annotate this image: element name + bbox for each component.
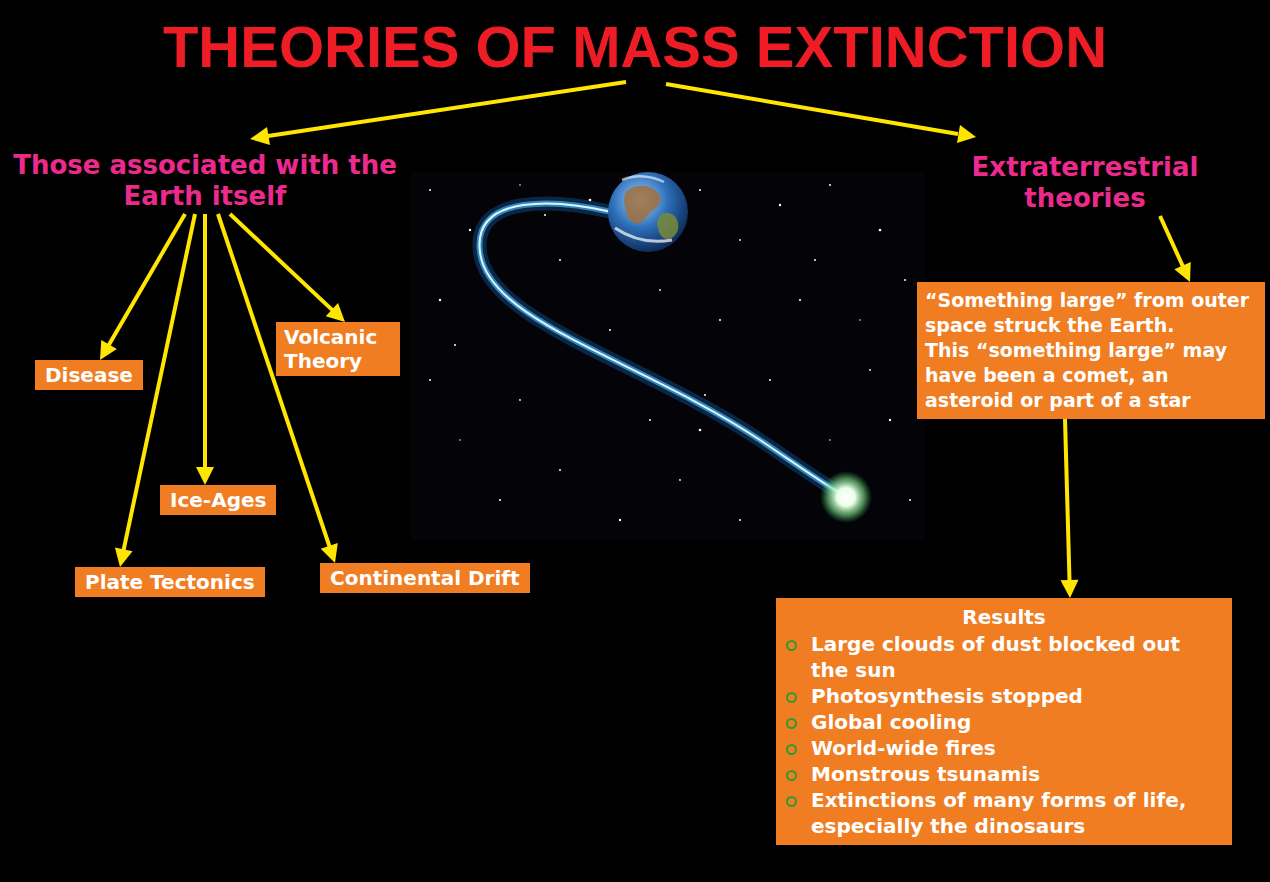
bullet-row: World-wide fires [784, 735, 1224, 761]
space-picture [410, 172, 925, 540]
node-label: Extraterrestrial theories [937, 152, 1233, 214]
result-item: Extinctions of many forms of life, espec… [811, 787, 1224, 839]
bullet-mark [786, 718, 797, 729]
theory-box: Volcanic Theory [276, 322, 400, 376]
node-label: Disease [45, 363, 133, 387]
theory-box: Ice-Ages [160, 485, 276, 515]
box-text: This “something large” may have been a c… [925, 338, 1257, 413]
bullet-mark [786, 640, 797, 651]
bullet-row: Extinctions of many forms of life, espec… [784, 787, 1224, 839]
bullet-mark [786, 770, 797, 781]
arrowhead [321, 543, 338, 563]
result-item: Large clouds of dust blocked out the sun [811, 631, 1224, 683]
connector-arrow [1061, 419, 1079, 598]
connector-arrow [230, 214, 345, 322]
arrowhead [1061, 580, 1079, 598]
comet-head [820, 471, 872, 523]
earth [608, 172, 688, 252]
connector-line [1065, 419, 1070, 584]
bullet-mark [786, 796, 797, 807]
theory-box: Continental Drift [320, 563, 530, 593]
connector-line [1160, 216, 1184, 269]
bullet-row: Global cooling [784, 709, 1224, 735]
result-item: Photosynthesis stopped [811, 683, 1083, 709]
arrowhead [115, 548, 133, 567]
bullet-row: Large clouds of dust blocked out the sun [784, 631, 1224, 683]
results-box: ResultsLarge clouds of dust blocked out … [776, 598, 1232, 845]
bullet-row: Monstrous tsunamis [784, 761, 1224, 787]
result-item: Global cooling [811, 709, 971, 735]
impact-box: “Something large” from outer space struc… [917, 282, 1265, 419]
arrowhead [1174, 262, 1190, 282]
stars [429, 184, 911, 521]
branch-arrow [250, 82, 976, 145]
branch-heading: Those associated with the Earth itself [10, 148, 400, 214]
theory-box: Disease [35, 360, 143, 390]
connector-line [230, 214, 335, 312]
arrowhead [100, 340, 117, 360]
title: THEORIES OF MASS EXTINCTION [163, 12, 1107, 82]
node-label: Volcanic Theory [284, 325, 392, 373]
results-heading: Results [784, 604, 1224, 631]
bullet-row: Photosynthesis stopped [784, 683, 1224, 709]
arrowhead [326, 303, 345, 322]
node-label: Plate Tectonics [85, 570, 255, 594]
node-label: Continental Drift [330, 566, 520, 590]
connector-arrow [196, 214, 214, 485]
branch-heading: Extraterrestrial theories [935, 150, 1235, 216]
bullet-mark [786, 744, 797, 755]
connector-line [107, 214, 185, 348]
bullet-mark [786, 692, 797, 703]
title-holder: THEORIES OF MASS EXTINCTION [0, 12, 1270, 82]
arrowhead [196, 467, 214, 485]
connector-arrow [100, 214, 185, 360]
theory-box: Plate Tectonics [75, 567, 265, 597]
result-item: Monstrous tsunamis [811, 761, 1040, 787]
node-label: Those associated with the Earth itself [12, 150, 398, 212]
result-item: World-wide fires [811, 735, 996, 761]
connector-arrow [1160, 216, 1191, 282]
connector-line [203, 214, 207, 471]
node-label: Ice-Ages [170, 488, 266, 512]
box-text: “Something large” from outer space struc… [925, 288, 1257, 338]
